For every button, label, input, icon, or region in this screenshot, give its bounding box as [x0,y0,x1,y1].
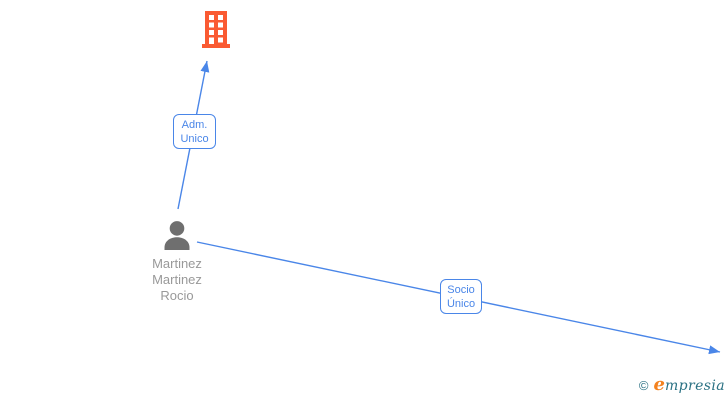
copyright-icon: © [638,378,649,393]
edge-label-adm-unico[interactable]: Adm. Unico [173,114,216,149]
edge-label-line: Único [446,297,476,310]
brand-initial: e [653,374,665,395]
person-node[interactable]: Martinez Martinez Rocio [127,221,227,304]
person-icon [164,221,190,250]
person-name: Martinez Martinez Rocio [127,256,227,304]
edge-label-line: Unico [180,132,209,145]
company-node[interactable] [202,11,230,48]
person-name-line: Martinez [152,256,202,271]
person-name-line: Rocio [160,288,194,303]
empresia-brand-link[interactable]: © e mpresia [639,374,725,395]
edge-label-line: Socio [447,283,475,296]
building-icon [202,11,230,48]
brand-wordmark: mpresia [664,378,725,394]
edge-label-socio-unico[interactable]: Socio Único [440,279,482,314]
person-name-line: Martinez [152,272,202,287]
edge-label-line: Adm. [181,118,208,131]
